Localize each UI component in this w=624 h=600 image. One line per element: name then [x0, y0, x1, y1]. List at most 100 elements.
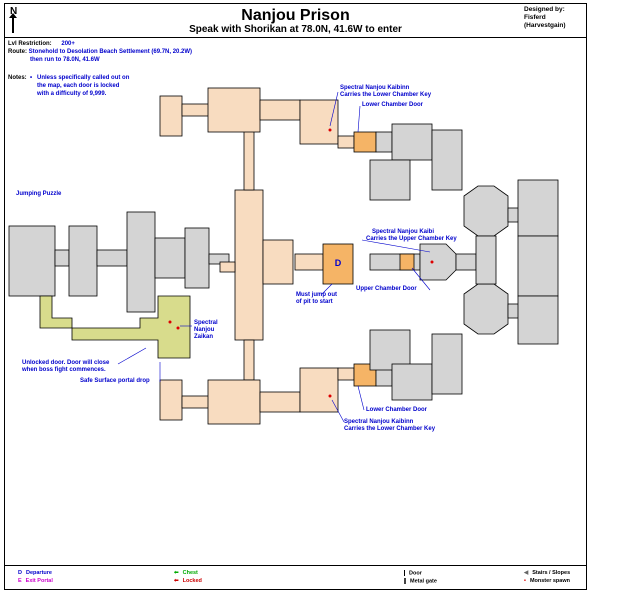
label-lower-door-bottom: Lower Chamber Door: [366, 407, 428, 413]
label-kaibinn-top-1: Spectral Nanjou Kaibinn: [340, 85, 410, 91]
label-unlocked-1: Unlocked door. Door will close: [22, 360, 110, 366]
corridor: [375, 131, 393, 153]
north-arrow-icon: [9, 13, 17, 33]
designer-name: Fisferd: [524, 14, 546, 21]
west-chamber: [126, 211, 156, 313]
map-subtitle: Speak with Shorikan at 78.0N, 41.6W to e…: [189, 24, 402, 35]
notes-line-2: the map, each door is locked: [37, 83, 120, 89]
departure-icon: D: [18, 570, 22, 576]
corridor: [243, 339, 255, 381]
south-east-hall: [391, 363, 433, 401]
north-hall: [207, 87, 261, 133]
spawn-icon: [328, 394, 332, 398]
legend-locked: ⬅Locked: [174, 578, 202, 584]
legend-chest: ⬅Chest: [174, 570, 198, 576]
north-east-lower: [369, 159, 411, 201]
north-room: [159, 95, 183, 137]
label-zaikan-1: Spectral: [194, 320, 218, 326]
east-rooms-south: [517, 295, 559, 345]
route-label: Route:: [8, 49, 27, 55]
label-pit-2: of pit to start: [296, 299, 333, 305]
corridor: [259, 99, 301, 121]
north-label: N: [10, 6, 18, 17]
octagon-room-south: [463, 283, 509, 335]
exit-portal-icon: E: [18, 578, 22, 584]
label-kaibi-1: Spectral Nanjou Kaibi: [372, 229, 435, 235]
corridor: [181, 103, 213, 117]
spawn-icon: [168, 320, 172, 324]
label-upper-door: Upper Chamber Door: [356, 286, 417, 292]
south-east-upper: [369, 329, 411, 371]
east-rooms-north: [517, 179, 559, 237]
west-hall: [68, 225, 98, 297]
corridor: [259, 391, 301, 413]
designer-handle: (Harvestgain): [524, 22, 566, 29]
corridor: [294, 253, 324, 271]
stairs-icon: ◀: [524, 570, 529, 576]
legend-door: Door: [404, 570, 422, 576]
corridor: [337, 135, 355, 149]
kaibi-room: [419, 243, 457, 281]
north-east-rooms: [431, 129, 463, 191]
notes-line-3: with a difficulty of 9,999.: [37, 91, 107, 97]
corridor: [208, 253, 230, 265]
route-line-1: Stonehold to Desolation Beach Settlement…: [28, 49, 193, 55]
corridor: [181, 395, 213, 409]
corridor: [243, 129, 255, 191]
map-header: N Nanjou Prison Speak with Shorikan at 7…: [5, 4, 586, 38]
south-east-room: [299, 367, 339, 413]
spawn-icon: [176, 326, 180, 330]
zaikan-boss-area: [39, 295, 191, 359]
jumping-puzzle-room: [8, 225, 56, 297]
designer-credit: Designed by: Fisferd (Harvestgain): [524, 6, 580, 30]
label-safe-portal: Safe Surface portal drop: [80, 378, 150, 384]
monster-spawns: [168, 128, 434, 398]
central-hall: [234, 189, 264, 341]
corridor: [96, 249, 128, 267]
south-hall: [207, 379, 261, 425]
label-zaikan-2: Nanjou: [194, 327, 215, 333]
route-info: Route: Stonehold to Desolation Beach Set…: [8, 48, 192, 56]
map-title: Nanjou Prison: [241, 7, 350, 24]
central-hall-east: [262, 239, 294, 285]
corridor: [455, 253, 477, 271]
lvl-value: 200+: [61, 41, 75, 47]
label-lower-door-top: Lower Chamber Door: [362, 102, 424, 108]
east-rooms-middle: [517, 235, 559, 297]
designer-label: Designed by:: [524, 6, 565, 13]
spawn-icon: [328, 128, 332, 132]
lower-chamber-door-north: [353, 131, 377, 153]
corridor: [219, 261, 236, 273]
octagon-room-north: [463, 185, 509, 237]
spawn-icon: [430, 260, 434, 264]
corridor: [337, 367, 355, 381]
route-line-2: then run to 78.0N, 41.6W: [30, 57, 100, 63]
label-unlocked-2: when boss fight commences.: [22, 367, 106, 373]
corridor: [475, 235, 497, 285]
west-chamber-annex: [154, 237, 186, 279]
south-east-rooms: [431, 333, 463, 395]
monster-spawn-icon: •: [524, 578, 526, 584]
north-east-room: [299, 99, 339, 145]
label-kaibinn-bot-2: Carries the Lower Chamber Key: [344, 426, 436, 432]
south-room: [159, 379, 183, 421]
legend-stairs: ◀Stairs / Slopes: [524, 570, 571, 576]
metal-gate-icon: [404, 578, 406, 584]
lvl-label: Lvl Restriction:: [8, 41, 52, 47]
upper-chamber-door: [399, 253, 415, 271]
pit-room: [322, 243, 354, 285]
departure-marker: D: [335, 258, 342, 268]
label-pit-1: Must jump out: [296, 292, 337, 298]
label-kaibinn-bot-1: Spectral Nanjou Kaibinn: [344, 419, 414, 425]
level-restriction: Lvl Restriction: 200+: [8, 40, 75, 48]
label-kaibinn-top-2: Carries the Lower Chamber Key: [340, 92, 432, 98]
chest-icon: ⬅: [174, 570, 179, 576]
door-icon: [404, 570, 405, 576]
label-jumping-puzzle: Jumping Puzzle: [16, 191, 62, 197]
label-kaibi-2: Carries the Upper Chamber Key: [366, 236, 457, 242]
locked-icon: ⬅: [174, 578, 179, 584]
